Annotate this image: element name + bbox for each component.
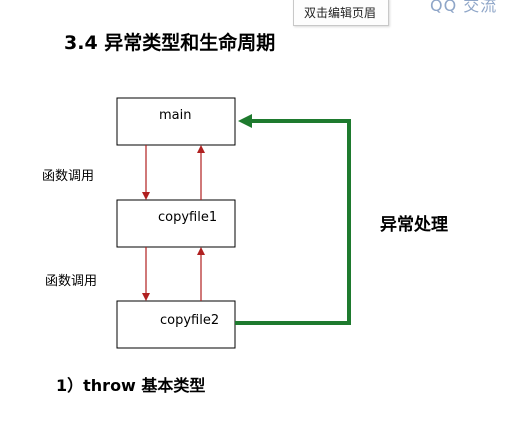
edit-header-tooltip[interactable]: 双击编辑页眉 [293, 0, 389, 26]
call-label-2: 函数调用 [45, 274, 98, 289]
copyfile2-box [116, 300, 236, 349]
section-heading: 1）throw 基本类型 [56, 376, 206, 395]
page-title: 3.4 异常类型和生命周期 [64, 32, 276, 54]
node-label-copyfile1: copyfile1 [158, 210, 218, 225]
call-label-1: 函数调用 [42, 169, 95, 184]
exception-arrow [235, 114, 351, 325]
node-label-main: main [159, 108, 192, 123]
node-label-copyfile2: copyfile2 [160, 313, 220, 328]
corner-text: QQ 交流 [430, 0, 498, 15]
exception-handling-label: 异常处理 [380, 215, 448, 235]
copyfile1-box [116, 199, 236, 248]
main-box [116, 97, 236, 146]
tooltip-text: 双击编辑页眉 [304, 6, 377, 20]
